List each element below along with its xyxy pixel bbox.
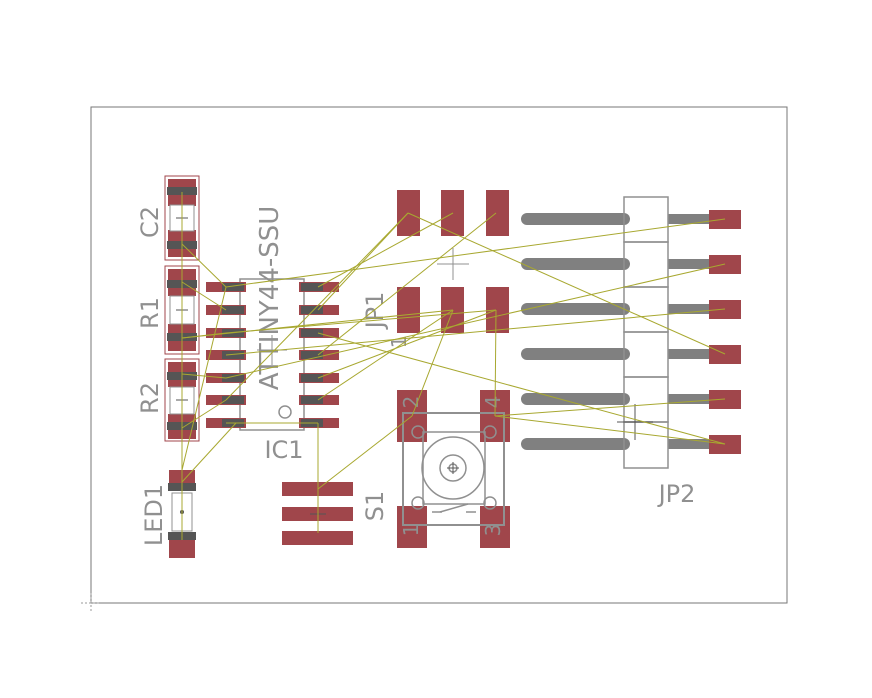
r2-label: R2 [136, 382, 164, 414]
ic1-label: IC1 [264, 436, 303, 464]
s1-pin2-label: 2 [399, 396, 423, 409]
s1-pin4-label: 4 [481, 396, 505, 409]
origin-marker [81, 593, 101, 613]
r1-label: R1 [136, 297, 164, 329]
s1-pin3-label: 3 [481, 524, 505, 537]
ic1-part-label: ATTINY44-SSU [255, 206, 285, 391]
component-jp1[interactable] [397, 190, 509, 333]
airwires [181, 192, 726, 540]
jp2-label: JP2 [657, 480, 696, 508]
c2-label: C2 [136, 206, 164, 238]
jp1-label: JP1 [361, 292, 389, 331]
led1-label: LED1 [140, 484, 168, 546]
board-outline [90, 106, 788, 604]
s1-pin1-label: 1 [399, 524, 423, 537]
s1-label: S1 [361, 491, 389, 522]
component-jp2[interactable] [521, 196, 741, 469]
